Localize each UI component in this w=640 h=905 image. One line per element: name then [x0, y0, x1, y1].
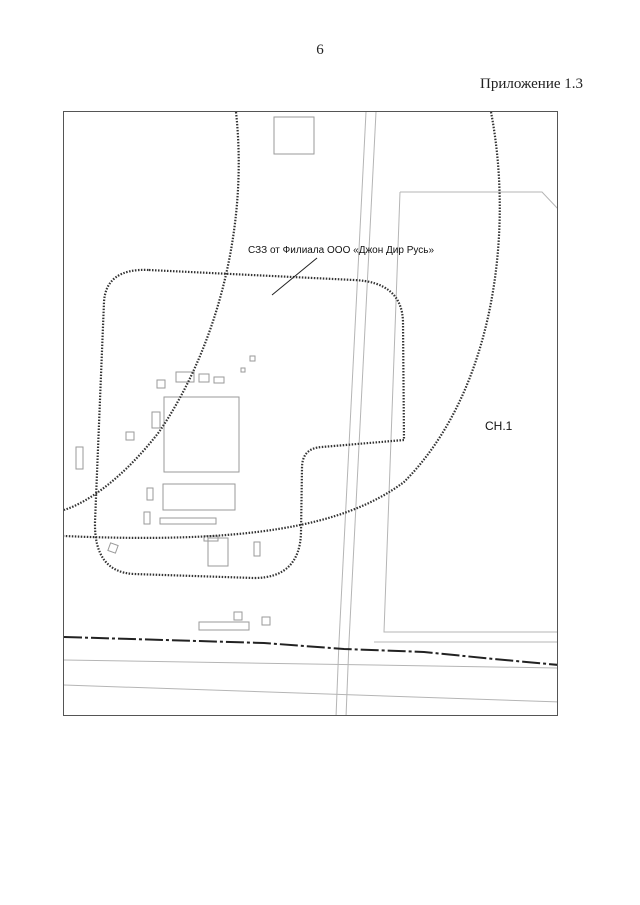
sanitary-zone-label: СЗЗ от Филиала ООО «Джон Дир Русь» — [248, 245, 435, 256]
map-frame: СЗЗ от Филиала ООО «Джон Дир Русь» СН.1 — [63, 111, 558, 716]
red-line-boundary — [64, 636, 557, 666]
zone-sn1-inner-boundary — [64, 112, 240, 512]
building-footprints — [75, 116, 315, 631]
sn1-zone-label: СН.1 — [485, 419, 513, 433]
site-plan-map — [64, 112, 557, 715]
label-leader-line — [271, 257, 318, 296]
sanitary-protection-zone — [93, 268, 406, 580]
road-lines — [64, 112, 557, 715]
appendix-title: Приложение 1.3 — [480, 76, 584, 92]
page-number: 6 — [316, 42, 324, 58]
zone-sn1-outer-boundary — [64, 112, 501, 540]
